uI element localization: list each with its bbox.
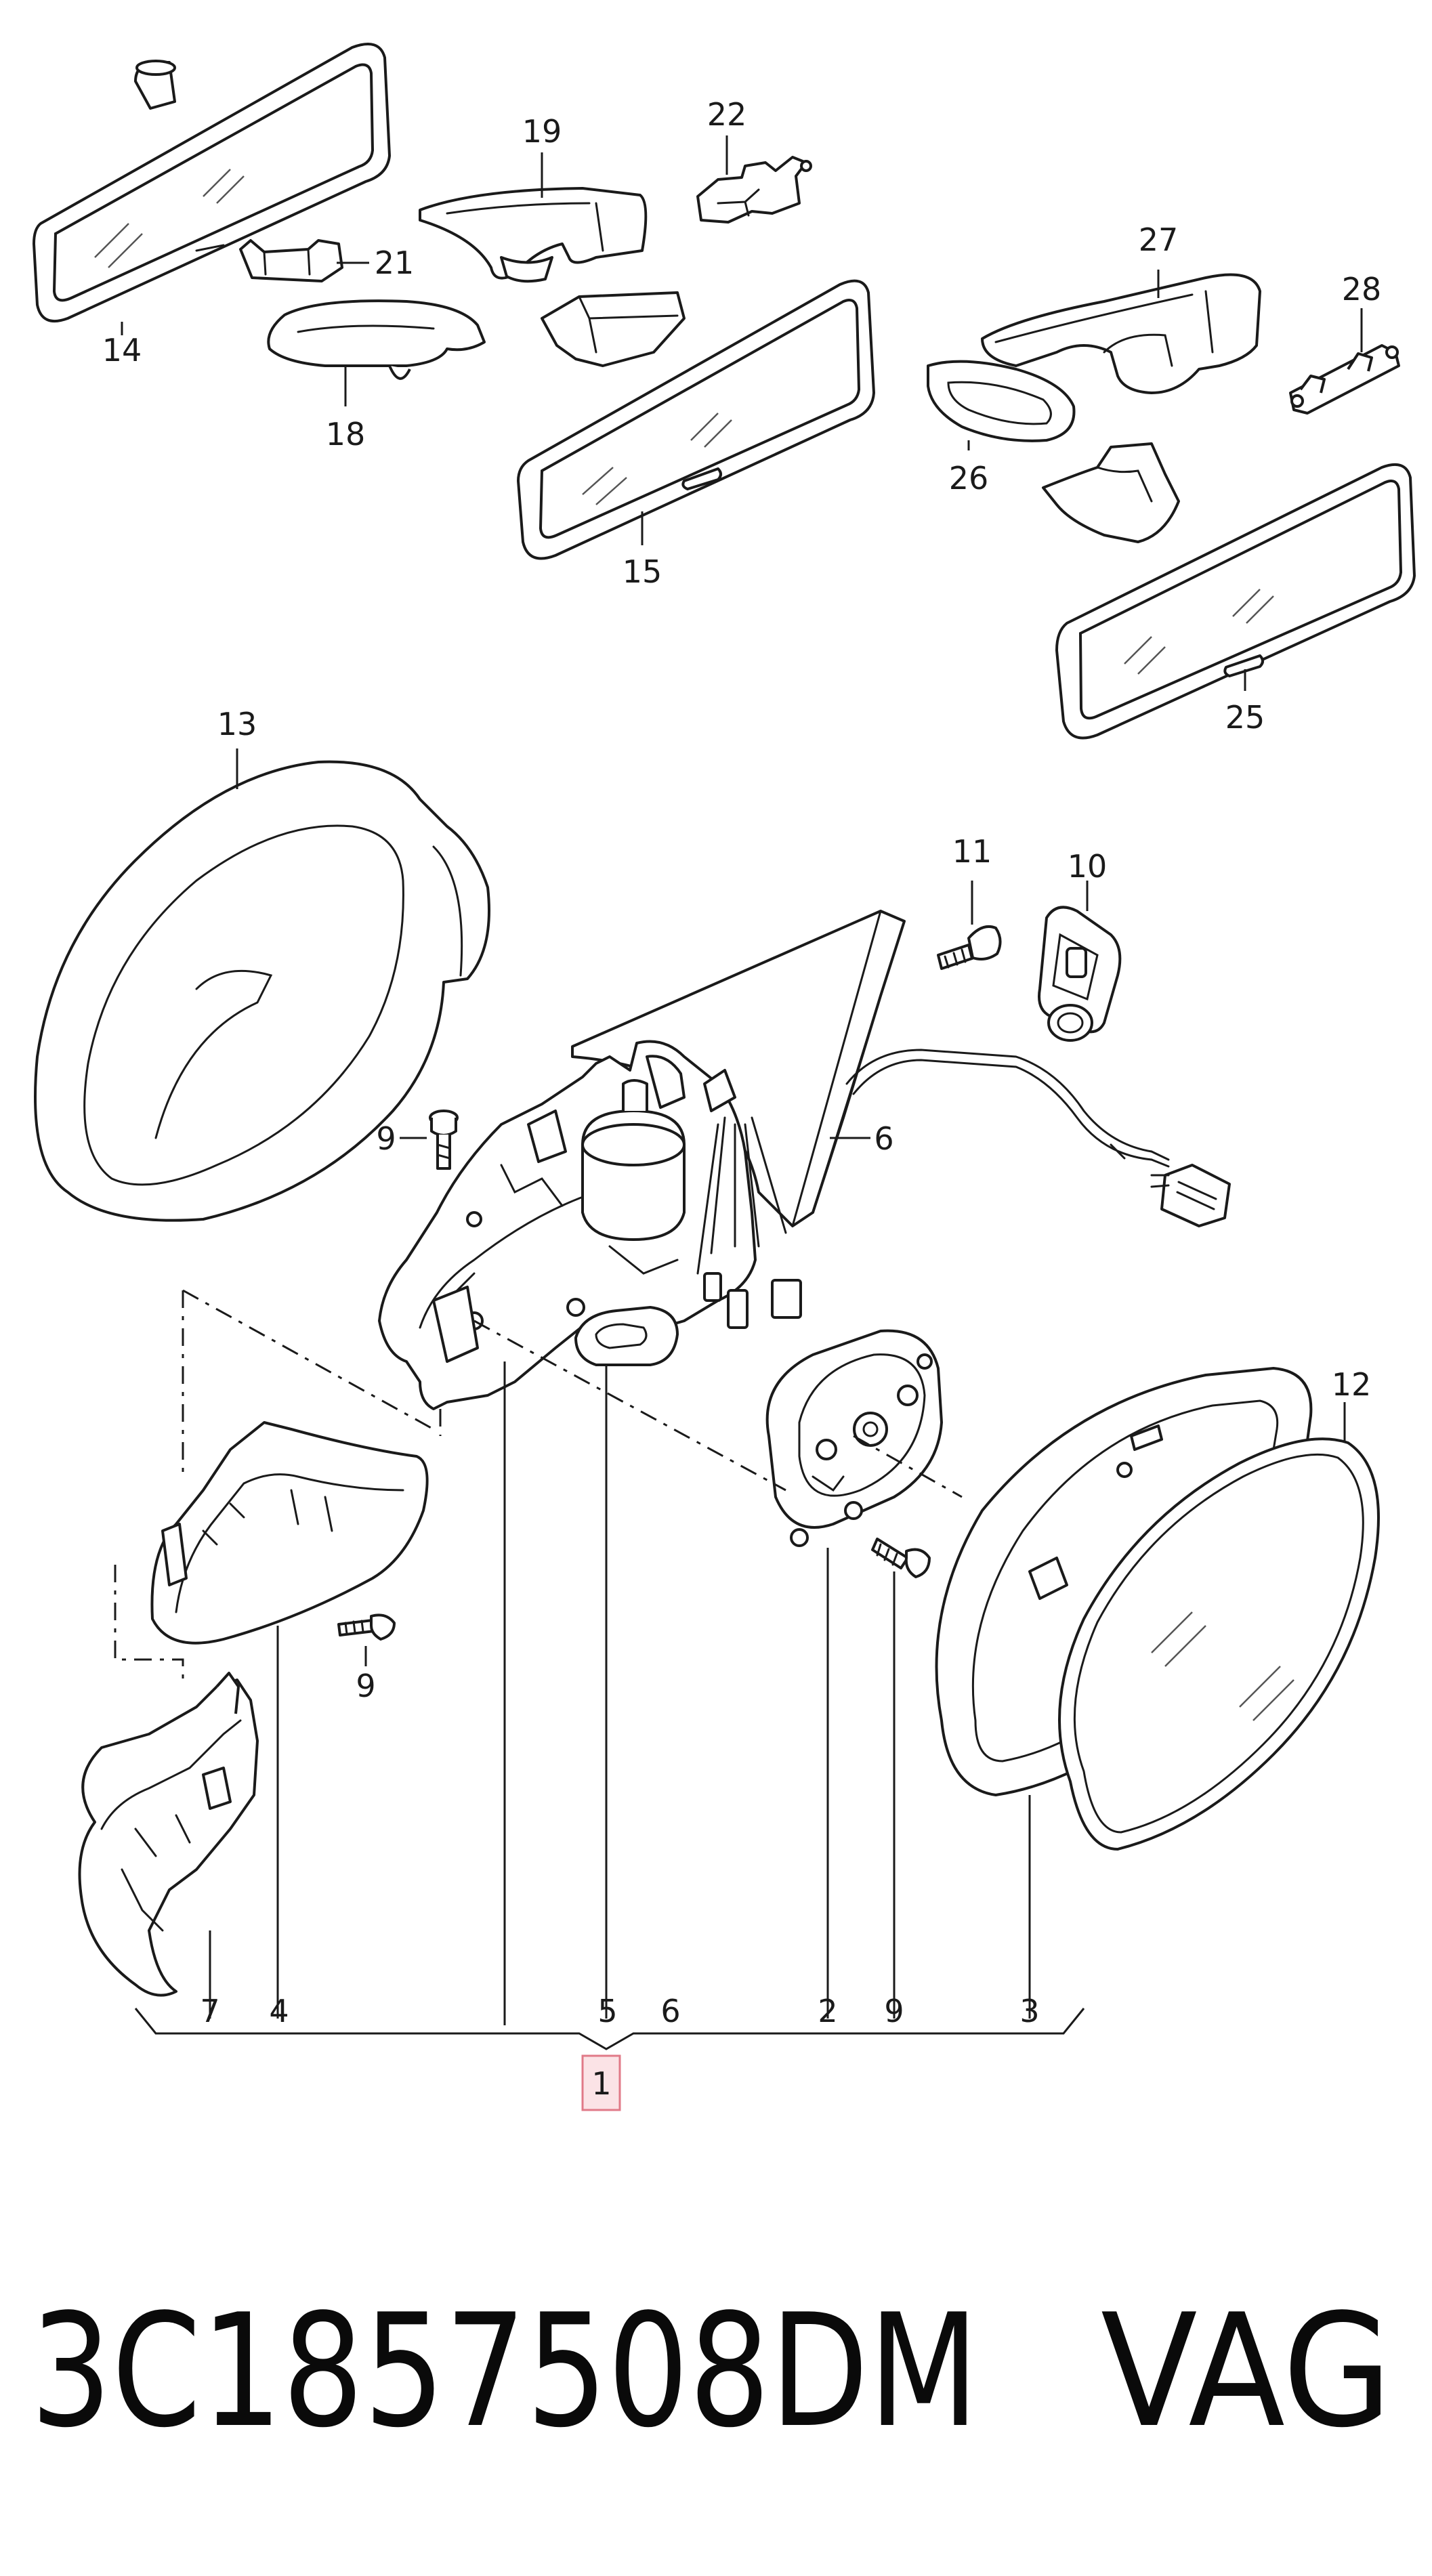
pad-5 (574, 1306, 679, 1366)
callout-14: 14 (102, 332, 142, 368)
cover-27 (981, 273, 1261, 394)
callout-9-bottom: 9 (884, 1993, 904, 2029)
part-number: 3C1857508DM (30, 2281, 979, 2462)
seal-10 (1038, 906, 1122, 1042)
callout-25: 25 (1225, 699, 1265, 736)
callout-9-left: 9 (356, 1668, 375, 1704)
callout-9-top: 9 (376, 1120, 396, 1157)
callout-7: 7 (200, 1993, 219, 2029)
callout-1-highlight (581, 2054, 621, 2111)
callout-2: 2 (818, 1993, 837, 2029)
callout-10: 10 (1068, 848, 1108, 885)
callout-12: 12 (1332, 1366, 1372, 1403)
rearview-mirror-15 (517, 279, 875, 560)
actuator-2 (765, 1329, 943, 1547)
callout-11: 11 (952, 833, 992, 870)
callout-15: 15 (623, 553, 662, 590)
clip-21 (239, 239, 343, 282)
callout-4: 4 (269, 1993, 289, 2029)
mirror-glass-12 (1058, 1437, 1380, 1851)
cover-4 (150, 1421, 429, 1645)
bracket-28 (1289, 344, 1400, 415)
callout-26: 26 (949, 460, 989, 497)
cover-18 (267, 299, 486, 380)
callout-6-side: 6 (874, 1120, 893, 1157)
housing-13 (34, 760, 490, 1222)
cover-19 (419, 187, 648, 283)
callout-3: 3 (1019, 1993, 1039, 2029)
screw-9-top (429, 1110, 459, 1170)
callout-6-bottom: 6 (660, 1993, 680, 2029)
rearview-mirror-14 (33, 43, 391, 322)
dash-lines (114, 1289, 963, 1687)
callout-27: 27 (1139, 221, 1179, 258)
screw-9-bottom (871, 1538, 931, 1578)
callout-21: 21 (375, 245, 415, 281)
callout-13: 13 (217, 706, 257, 742)
rearview-mirror-25 (1042, 442, 1416, 740)
callout-18: 18 (326, 416, 366, 452)
callout-5: 5 (597, 1993, 617, 2029)
cover-7 (78, 1672, 259, 1997)
cover-26 (927, 360, 1076, 442)
screw-9-left (337, 1613, 396, 1641)
callout-28: 28 (1342, 271, 1382, 308)
leader-lines (121, 135, 1363, 2050)
callout-22: 22 (707, 96, 747, 133)
brand-label: VAG (1101, 2281, 1392, 2462)
callout-19: 19 (522, 113, 562, 150)
bracket-22 (696, 156, 812, 224)
screw-11 (937, 925, 1002, 970)
callout-1: 1 (591, 2065, 611, 2102)
callouts: 14 21 18 19 22 15 27 26 28 25 13 11 10 9… (102, 96, 1382, 2111)
